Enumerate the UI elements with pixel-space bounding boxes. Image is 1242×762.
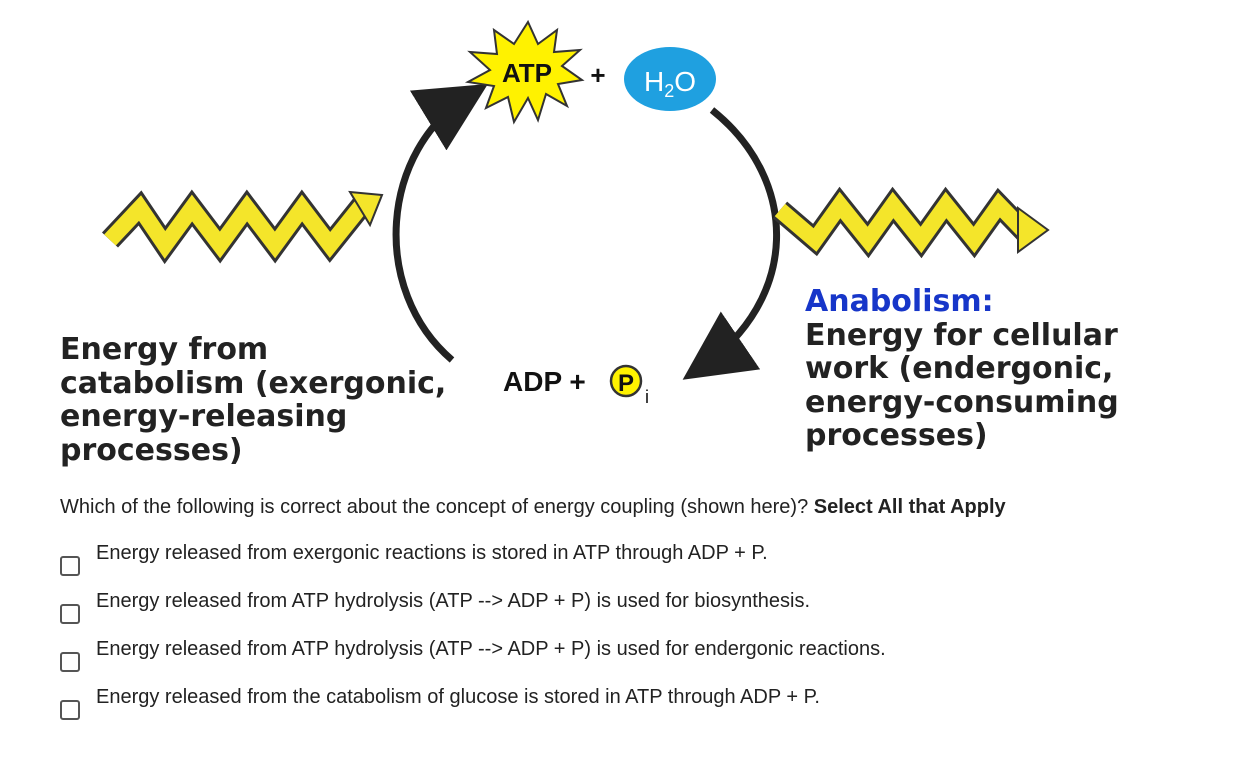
anabolism-line-2: work (endergonic,: [805, 351, 1114, 387]
water-icon: H2O: [624, 47, 716, 111]
left-energy-zigzag-icon: [101, 189, 384, 265]
option-checkbox[interactable]: [60, 556, 80, 576]
option-label[interactable]: Energy released from ATP hydrolysis (ATP…: [96, 590, 811, 612]
question-instruction: Select All that Apply: [813, 496, 1006, 518]
atp-label: ATP: [502, 58, 552, 88]
adp-label: ADP +: [503, 366, 586, 397]
anabolism-line-3: energy-consuming: [805, 384, 1119, 420]
energy-coupling-diagram: ATP + H2O ADP + P i Energy from cataboli…: [60, 19, 1225, 467]
water-h: H: [644, 66, 664, 97]
option-checkbox[interactable]: [60, 700, 80, 720]
water-subscript: 2: [664, 81, 674, 101]
left-cycle-arrow: [392, 84, 488, 363]
answer-option[interactable]: Energy released from the catabolism of g…: [60, 684, 886, 732]
question-text: Which of the following is correct about …: [60, 496, 814, 518]
phosphate-icon: P i: [609, 364, 649, 407]
option-label[interactable]: Energy released from the catabolism of g…: [96, 686, 820, 708]
answer-option[interactable]: Energy released from ATP hydrolysis (ATP…: [60, 636, 886, 684]
answer-option[interactable]: Energy released from ATP hydrolysis (ATP…: [60, 588, 886, 636]
svg-text:H2O: H2O: [644, 66, 696, 101]
option-label[interactable]: Energy released from ATP hydrolysis (ATP…: [96, 638, 886, 660]
option-checkbox[interactable]: [60, 604, 80, 624]
phosphate-subscript: i: [645, 387, 649, 407]
anabolism-line-1: Energy for cellular: [805, 317, 1118, 353]
catabolism-line-1: Energy from: [60, 332, 269, 367]
anabolism-caption: Anabolism: Energy for cellular work (end…: [805, 285, 1225, 453]
question-prompt: Which of the following is correct about …: [60, 496, 1006, 519]
water-o: O: [674, 66, 696, 97]
top-plus-sign: +: [590, 60, 605, 90]
catabolism-line-2: catabolism (exergonic,: [60, 365, 447, 401]
anabolism-title: Anabolism:: [805, 284, 994, 319]
right-cycle-arrow: [682, 107, 781, 380]
catabolism-line-4: processes): [60, 432, 243, 468]
diagram-graphic: ATP + H2O ADP + P i: [101, 19, 1050, 407]
right-energy-zigzag-icon: [772, 186, 1050, 259]
option-checkbox[interactable]: [60, 652, 80, 672]
option-label[interactable]: Energy released from exergonic reactions…: [96, 542, 768, 564]
phosphate-label: P: [618, 370, 634, 397]
answer-options: Energy released from exergonic reactions…: [60, 540, 886, 732]
catabolism-caption: Energy from catabolism (exergonic, energ…: [60, 333, 480, 467]
answer-option[interactable]: Energy released from exergonic reactions…: [60, 540, 886, 588]
anabolism-line-4: processes): [805, 418, 988, 454]
atp-burst-icon: ATP: [464, 19, 585, 125]
catabolism-line-3: energy-releasing: [60, 399, 348, 435]
